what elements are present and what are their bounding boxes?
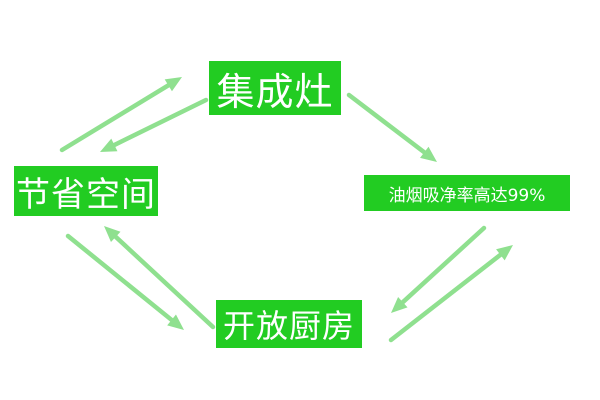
arrow-head	[420, 146, 437, 162]
arrow-shaft	[65, 233, 176, 324]
node-smoke-absorption-label: 油烟吸净率高达99%	[388, 185, 546, 206]
arrow-left-bottom	[65, 233, 184, 330]
arrow-bottom-left	[104, 226, 216, 330]
node-save-space: 节省空间	[14, 166, 158, 216]
node-open-kitchen-label: 开放厨房	[222, 307, 355, 345]
arrow-head	[104, 226, 121, 243]
arrow-top-left	[100, 97, 209, 152]
arrow-head	[391, 297, 408, 313]
arrow-bottom-right	[388, 245, 513, 343]
arrow-left-top	[59, 77, 182, 153]
arrow-top-right	[346, 92, 437, 162]
arrow-shaft	[388, 251, 505, 343]
node-save-space-label: 节省空间	[16, 174, 156, 215]
node-smoke-absorption: 油烟吸净率高达99%	[364, 175, 570, 211]
arrow-head	[496, 245, 513, 261]
arrow-head	[164, 77, 182, 92]
arrow-head	[100, 138, 118, 152]
arrow-shaft	[110, 97, 209, 149]
arrow-shaft	[112, 233, 216, 330]
node-open-kitchen: 开放厨房	[216, 300, 362, 348]
arrow-right-bottom	[391, 225, 487, 313]
arrow-shaft	[346, 92, 429, 156]
node-integrated-stove: 集成灶	[209, 61, 341, 115]
arrow-shaft	[399, 225, 487, 306]
arrow-shaft	[59, 82, 173, 153]
node-integrated-stove-label: 集成灶	[216, 69, 334, 114]
arrow-head	[167, 314, 184, 330]
